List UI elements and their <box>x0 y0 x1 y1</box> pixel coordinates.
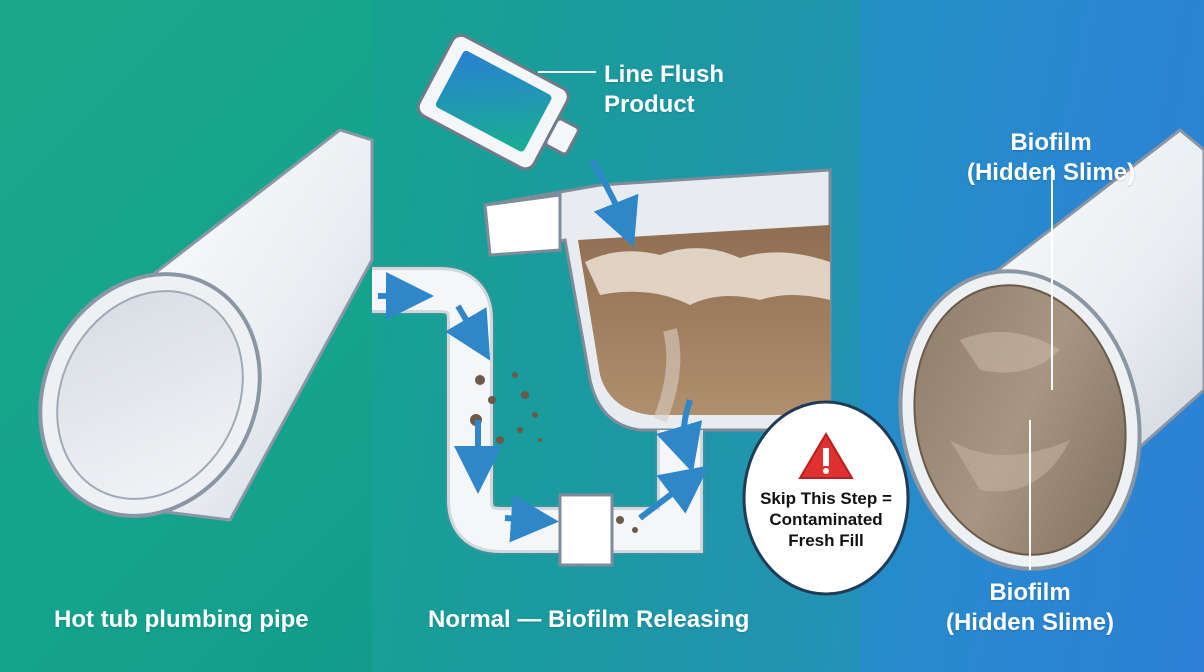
flush-process-caption: Normal — Biofilm Releasing <box>428 606 750 633</box>
warning-line-3: Fresh Fill <box>788 531 864 550</box>
biofilm-label-top: Biofilm (Hidden Slime) <box>958 128 1144 188</box>
biofilm-top-line-2: (Hidden Slime) <box>966 159 1135 186</box>
biofilm-bottom-line-1: Biofilm <box>989 579 1071 606</box>
plumbing-loop <box>372 265 705 567</box>
warning-line-2: Contaminated <box>769 510 883 529</box>
flow-arrows <box>378 158 710 543</box>
biofilm-label-bottom: Biofilm (Hidden Slime) <box>930 578 1130 638</box>
product-label-line-1: Line Flush <box>604 61 724 88</box>
clean-pipe-caption: Hot tub plumbing pipe <box>54 606 309 633</box>
biofilm-bottom-line-2: (Hidden Slime) <box>945 609 1114 636</box>
line-flush-bottle <box>416 33 580 171</box>
biofilm-pipe <box>898 128 1204 571</box>
warning-badge <box>742 400 910 596</box>
product-label: Line Flush Product <box>604 60 724 120</box>
product-label-line-2: Product <box>604 91 695 118</box>
biofilm-top-line-1: Biofilm <box>1010 129 1092 156</box>
warning-text: Skip This Step = Contaminated Fresh Fill <box>744 488 908 551</box>
clean-pipe <box>38 128 374 522</box>
hot-tub-basin <box>483 168 832 432</box>
warning-line-1: Skip This Step = <box>760 489 892 508</box>
pipe-coupling <box>558 493 614 567</box>
